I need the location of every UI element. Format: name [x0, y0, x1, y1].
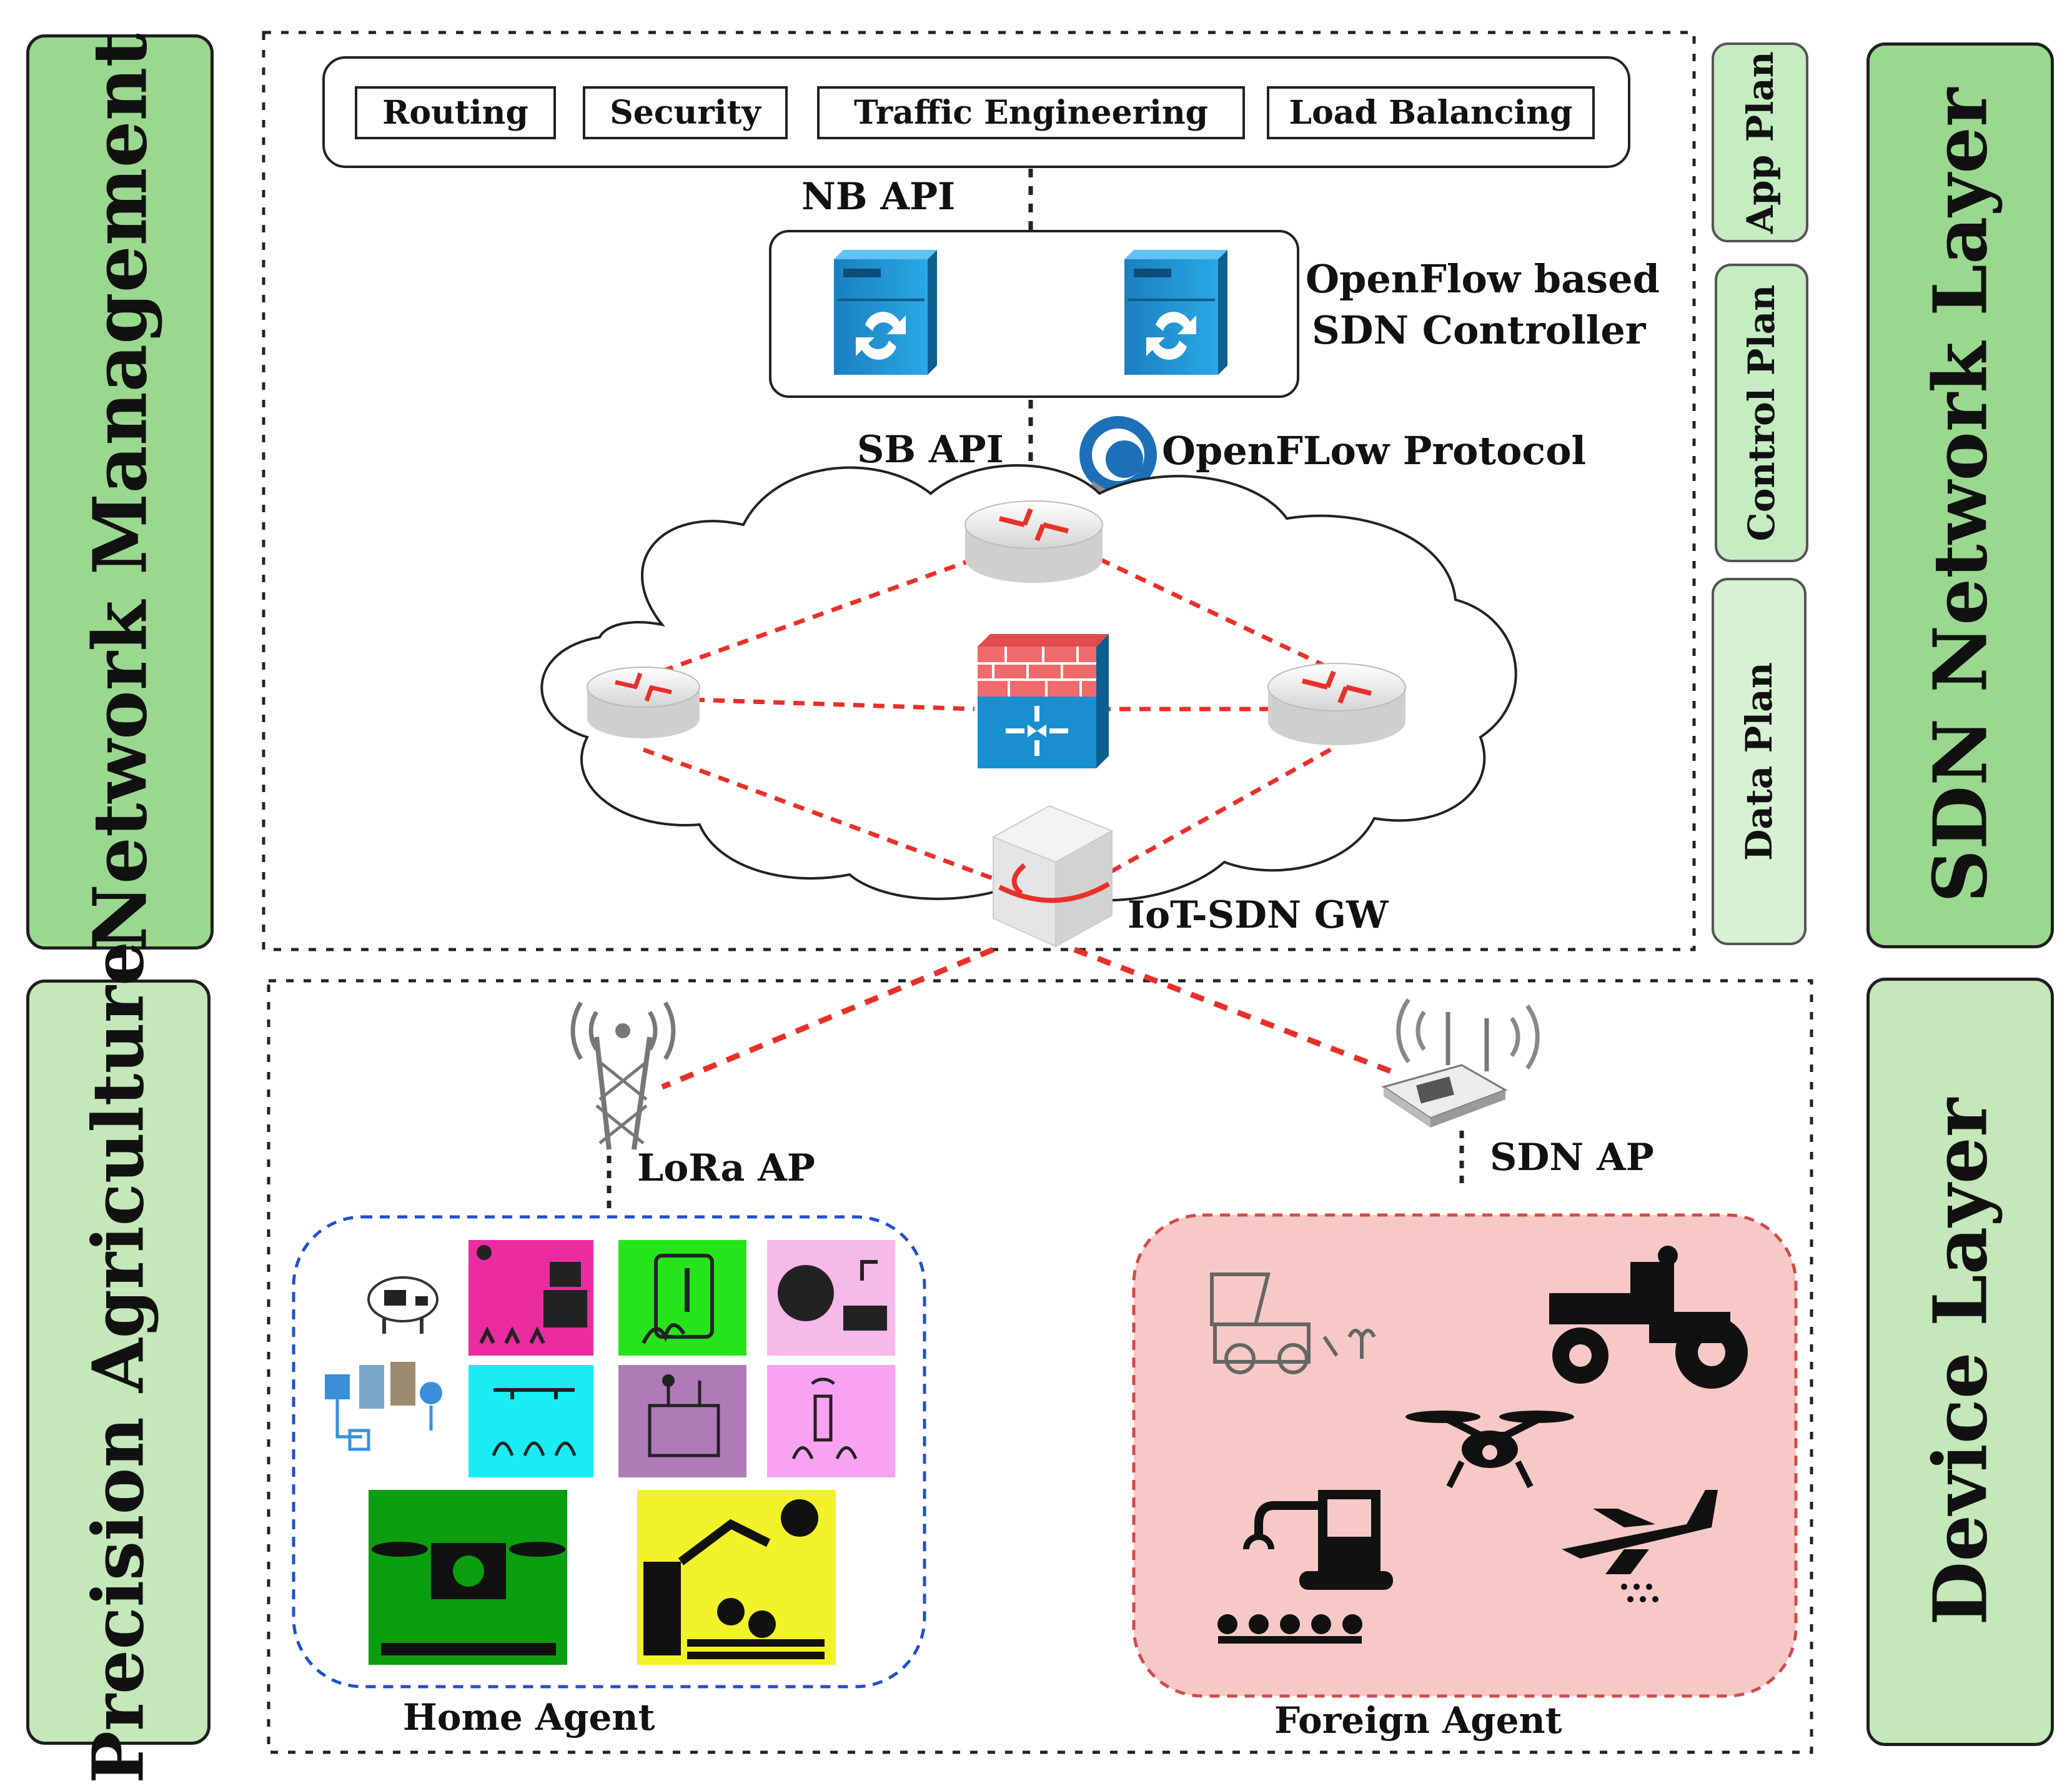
- tower-icon: [570, 1001, 676, 1150]
- control-plan-panel: Control Plan: [1715, 264, 1808, 562]
- nb-api-label: NB API: [801, 175, 956, 219]
- plant-sensor-tile-icon: [618, 1365, 746, 1477]
- sb-api-label: SB API: [857, 428, 1004, 472]
- home-agent-label: Home Agent: [403, 1696, 655, 1739]
- access-links: [661, 946, 1400, 1090]
- network-management-panel: Network Management: [26, 33, 214, 951]
- drone-tile-icon: [369, 1490, 567, 1665]
- firewall-icon: [978, 634, 1109, 768]
- phone-monitor-tile-icon: [618, 1240, 746, 1356]
- wireless-plant-tile-icon: [767, 1365, 895, 1477]
- fruit-sensor-tile-icon: [767, 1240, 895, 1356]
- greenhouse-robot-tile-icon: [637, 1490, 836, 1665]
- controller-label-line1: OpenFlow based: [1306, 256, 1660, 302]
- drone-icon: [1405, 1411, 1574, 1489]
- security-label: Security: [610, 94, 761, 132]
- crop-plane-icon: [1562, 1490, 1718, 1602]
- openflow-protocol-label: OpenFLow Protocol: [1162, 428, 1587, 474]
- gateway-cube-icon: [991, 805, 1114, 948]
- server-icon: [834, 250, 937, 375]
- routing-app-box: Routing: [355, 86, 556, 139]
- router-icon: [1267, 663, 1406, 745]
- robot-tile-icon: [468, 1240, 593, 1356]
- controller-label-line2: SDN Controller: [1312, 307, 1646, 353]
- traffic-engineering-label: Traffic Engineering: [853, 94, 1209, 132]
- sdn-layer-frame: [262, 31, 1696, 951]
- sdn-ap-label: SDN AP: [1490, 1136, 1654, 1179]
- load-balancing-label: Load Balancing: [1289, 94, 1573, 132]
- precision-agriculture-panel: Precision Agriculture: [26, 941, 211, 1784]
- iot-sdn-gw-label: IoT-SDN GW: [1128, 893, 1389, 937]
- harvester-icon: [1210, 1273, 1376, 1374]
- device-layer-panel: Device Layer: [1866, 978, 2054, 1746]
- lora-ap-label: LoRa AP: [637, 1146, 815, 1190]
- routing-label: Routing: [382, 94, 528, 132]
- load-balancing-app-box: Load Balancing: [1267, 86, 1595, 139]
- wifi-router-icon: [1381, 998, 1540, 1128]
- tractor-icon: [1549, 1246, 1748, 1389]
- sprayer-tile-icon: [468, 1365, 593, 1477]
- server-icon: [1124, 250, 1227, 375]
- network-links: [642, 557, 1332, 883]
- security-app-box: Security: [583, 86, 788, 139]
- router-icon: [587, 667, 700, 738]
- data-plan-panel: Data Plan: [1712, 578, 1807, 945]
- traffic-engineering-app-box: Traffic Engineering: [817, 86, 1245, 139]
- router-icon: [964, 500, 1103, 583]
- app-plan-panel: App Plan: [1712, 42, 1808, 242]
- home-agent-group: [292, 1215, 926, 1689]
- device-layer-frame: [267, 979, 1813, 1754]
- robot-arm-icon: [1217, 1490, 1393, 1644]
- cow-sensor-network-icon: [325, 1276, 442, 1451]
- sdn-network-layer-panel: SDN Network Layer: [1866, 42, 2054, 948]
- foreign-agent-label: Foreign Agent: [1274, 1699, 1562, 1742]
